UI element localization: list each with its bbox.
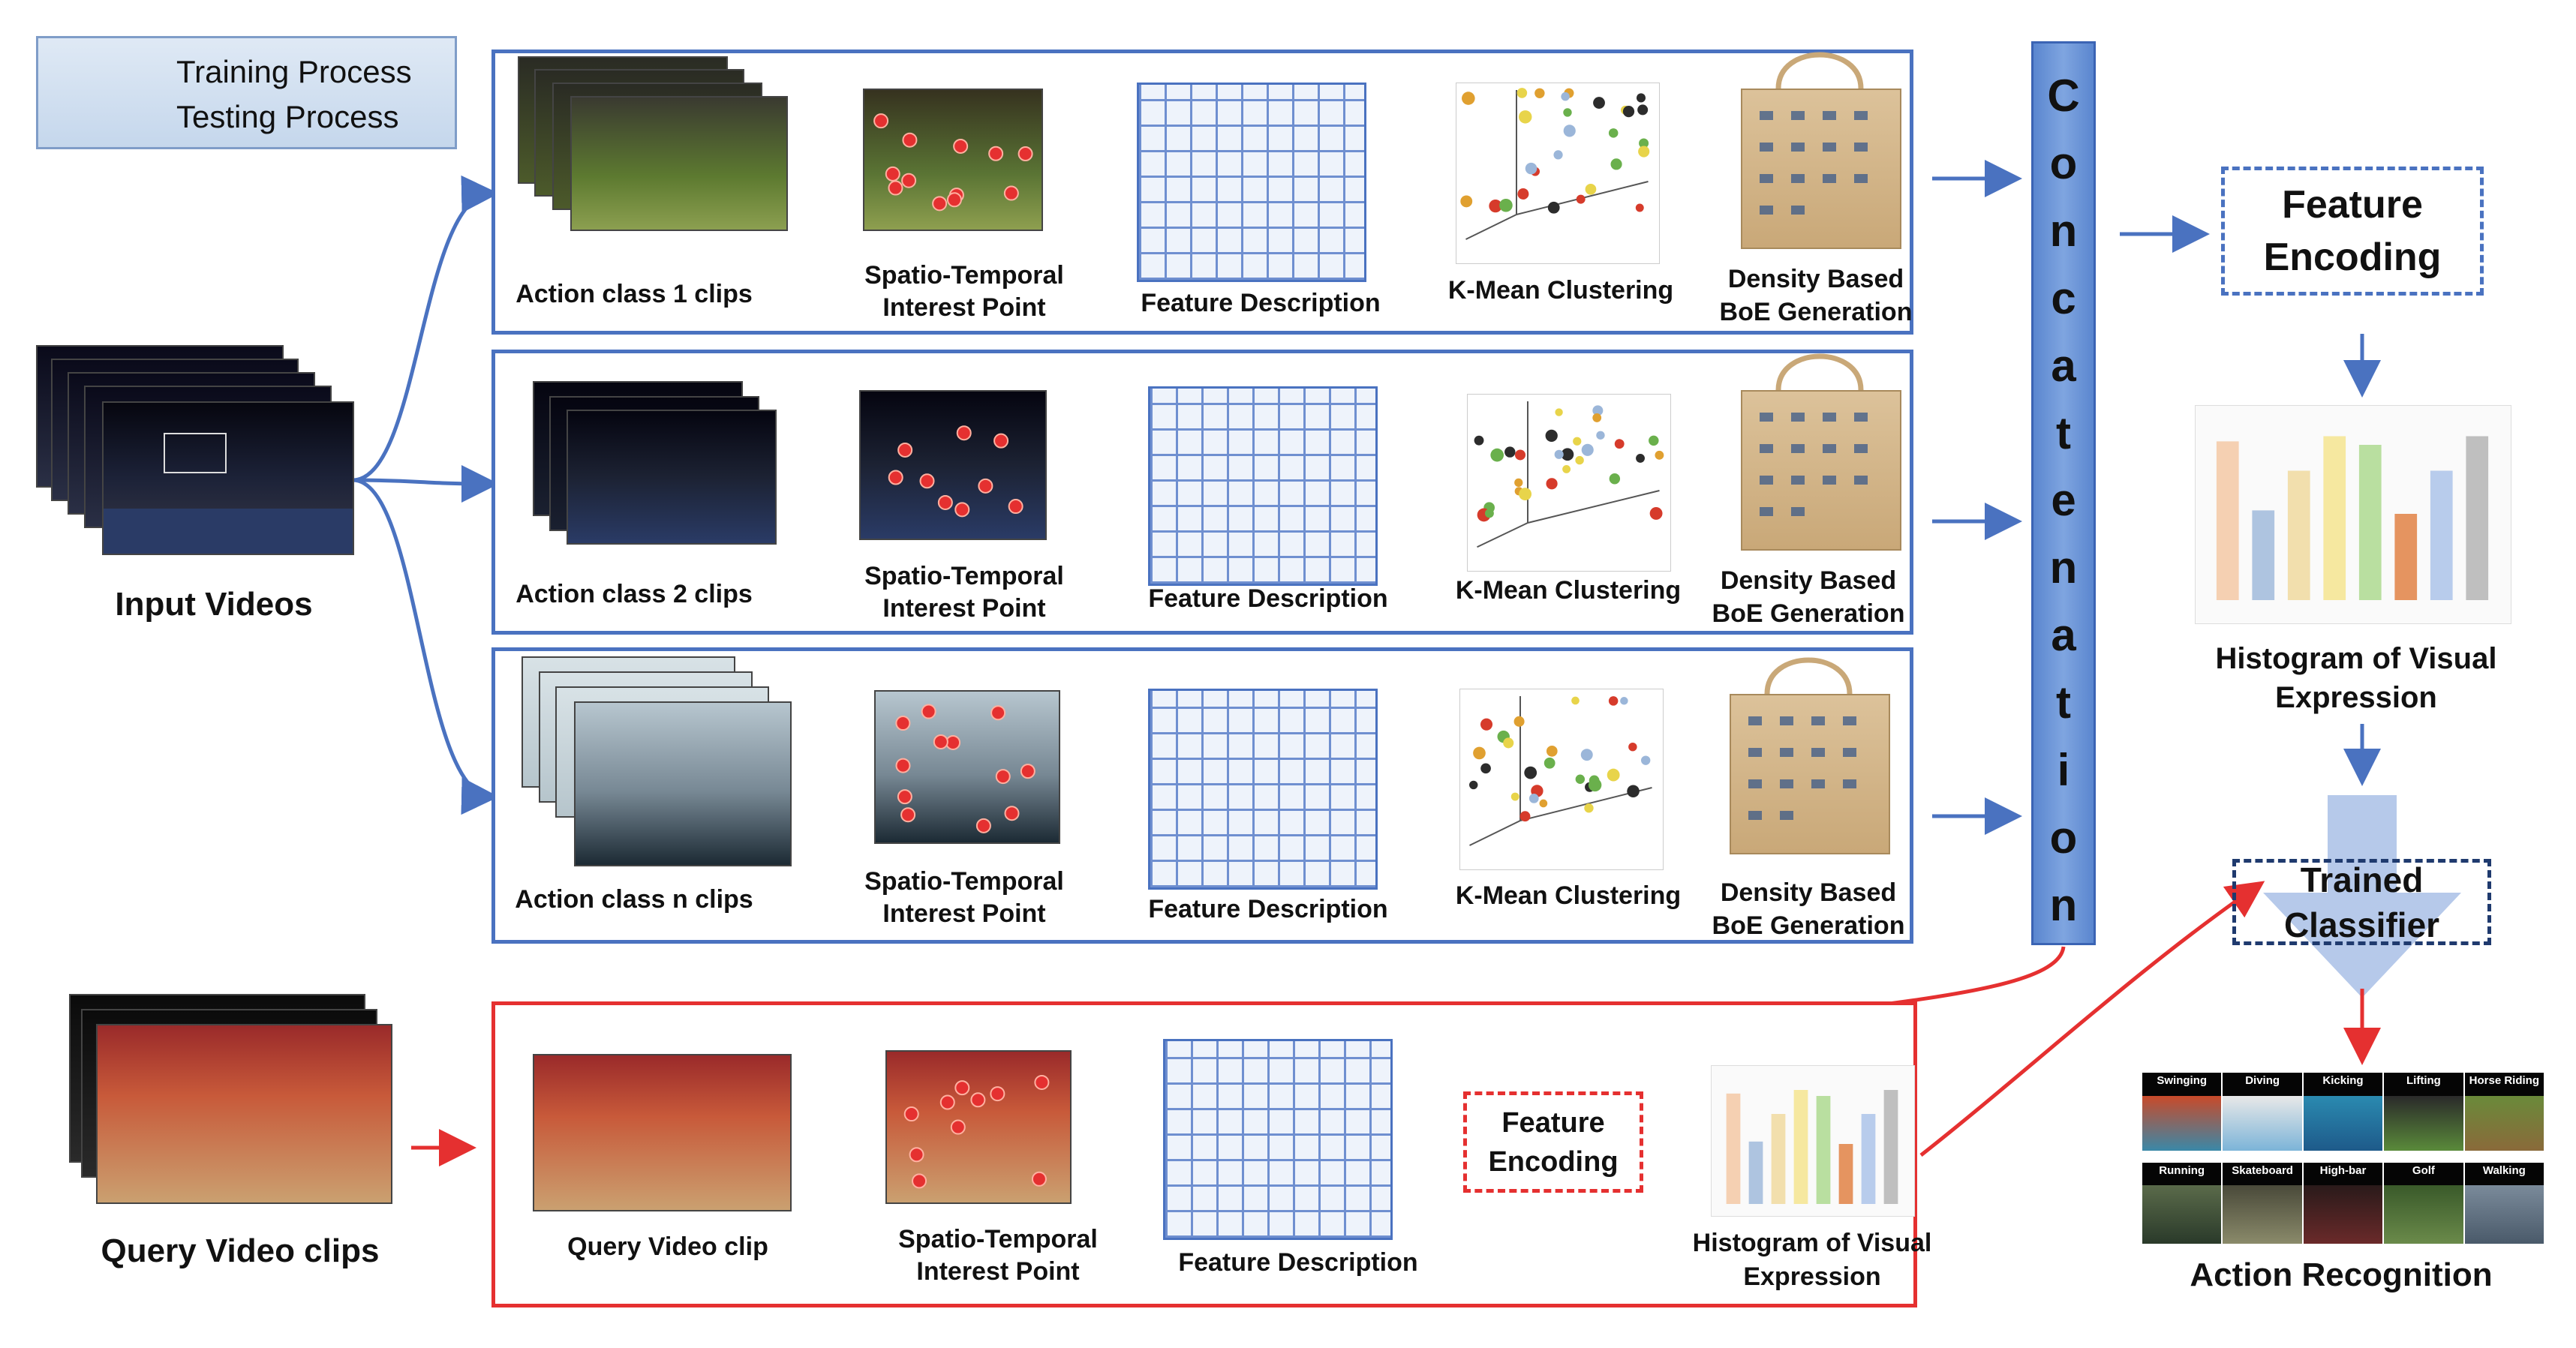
lane1-kmeans-scatter <box>1456 83 1660 264</box>
test-stip-label-2: Interest Point <box>916 1257 1080 1286</box>
query-clip-image <box>533 1054 792 1211</box>
legend-training-label: Training Process <box>176 54 412 89</box>
action-thumb: Horse Riding <box>2464 1073 2544 1151</box>
action-label-lifting: Lifting <box>2406 1074 2441 1087</box>
histogram-train-label-2: Expression <box>2275 681 2437 714</box>
trained-classifier-line1: Trained <box>2300 860 2424 899</box>
lane3-kmeans-label: K-Mean Clustering <box>1455 881 1682 910</box>
action-label-golf: Golf <box>2412 1164 2435 1177</box>
lane1-boe-label-2: BoE Generation <box>1719 298 1913 326</box>
lane1-kmeans-label: K-Mean Clustering <box>1447 276 1674 305</box>
action-thumb: Kicking <box>2303 1073 2383 1151</box>
test-feature-encoding-line1: Feature <box>1501 1106 1605 1139</box>
action-thumb: Skateboard <box>2223 1163 2302 1244</box>
test-histogram-label-2: Expression <box>1743 1262 1881 1291</box>
test-feature-encoding-line2: Encoding <box>1488 1145 1619 1178</box>
test-feature-description-label: Feature Description <box>1178 1248 1418 1277</box>
action-recognition-label: Action Recognition <box>2190 1256 2493 1293</box>
lane2-clips-label: Action class 2 clips <box>516 580 753 608</box>
lane3-stip-label-1: Spatio-Temporal <box>864 867 1064 896</box>
action-label-skateboard: Skateboard <box>2232 1164 2293 1177</box>
concat-letter: o <box>2049 137 2078 188</box>
trained-classifier-box: Trained Classifier <box>2232 859 2491 945</box>
concat-letter: o <box>2049 812 2078 863</box>
concat-letter: C <box>2047 71 2080 121</box>
lane1-clips-label: Action class 1 clips <box>516 280 753 308</box>
concat-letter: c <box>2051 272 2076 323</box>
lane3-boe-label-2: BoE Generation <box>1712 911 1905 940</box>
histogram-train-label-1: Histogram of Visual <box>2215 642 2497 675</box>
action-label-diving: Diving <box>2245 1074 2280 1087</box>
concat-letter: n <box>2049 205 2078 256</box>
feature-encoding-line2: Encoding <box>2263 236 2442 279</box>
histogram-visual-expression-test <box>1711 1065 1915 1217</box>
concat-letter: n <box>2049 879 2078 930</box>
lane3-feature-cube <box>1148 689 1378 890</box>
feature-encoding-box: Feature Encoding <box>2221 167 2484 296</box>
concat-letter: t <box>2056 407 2071 458</box>
query-clip-label: Query Video clip <box>567 1232 768 1261</box>
lane2-boe-bag <box>1741 390 1901 551</box>
lane1-boe-label-1: Density Based <box>1727 265 1904 293</box>
test-feature-cube <box>1163 1039 1393 1240</box>
action-label-kicking: Kicking <box>2322 1074 2364 1087</box>
lane2-kmeans-label: K-Mean Clustering <box>1455 576 1682 605</box>
action-label-horse-riding: Horse Riding <box>2469 1074 2539 1087</box>
lane3-stip-image <box>874 690 1060 844</box>
legend: Training Process Testing Process <box>36 36 457 149</box>
lane1-stip-label-2: Interest Point <box>882 293 1046 322</box>
action-thumb: Golf <box>2384 1163 2463 1244</box>
action-label-swinging: Swinging <box>2157 1074 2208 1087</box>
lane2-stip-label-1: Spatio-Temporal <box>864 562 1064 590</box>
lane1-boe-bag <box>1741 89 1901 249</box>
feature-encoding-line1: Feature <box>2282 183 2423 227</box>
lane3-stip-label-2: Interest Point <box>882 899 1046 928</box>
action-thumb: Diving <box>2223 1073 2302 1151</box>
legend-testing-label: Testing Process <box>176 99 399 134</box>
action-recognition-grid: Swinging Diving Kicking Lifting Horse Ri… <box>2142 1073 2544 1245</box>
lane3-kmeans-scatter <box>1459 689 1664 870</box>
test-stip-image <box>885 1050 1072 1204</box>
lane2-kmeans-scatter <box>1467 394 1671 572</box>
concat-letter: t <box>2056 677 2071 728</box>
concat-letter: e <box>2051 475 2076 526</box>
lane2-stip-image <box>859 390 1047 540</box>
lane1-feature-cube <box>1137 83 1366 282</box>
input-videos-label: Input Videos <box>115 586 313 623</box>
lane3-boe-bag <box>1730 694 1890 854</box>
test-stip-label-1: Spatio-Temporal <box>898 1225 1098 1253</box>
lane1-stip-label-1: Spatio-Temporal <box>864 261 1064 290</box>
lane1-feature-description-label: Feature Description <box>1141 289 1381 317</box>
concat-letter: a <box>2051 610 2076 661</box>
concat-letter: i <box>2057 745 2070 796</box>
lane3-boe-label-1: Density Based <box>1720 878 1897 907</box>
lane2-stip-label-2: Interest Point <box>882 594 1046 623</box>
histogram-visual-expression-train <box>2195 405 2511 624</box>
concat-letter: a <box>2051 340 2076 391</box>
action-thumb: High-bar <box>2303 1163 2383 1244</box>
action-label-walking: Walking <box>2482 1164 2526 1177</box>
concatenation-bar: C o n c a t e n a t i o n <box>2031 41 2096 945</box>
lane2-boe-label-2: BoE Generation <box>1712 599 1905 628</box>
test-feature-encoding-box: Feature Encoding <box>1463 1091 1643 1193</box>
lane3-clips-label: Action class n clips <box>515 885 753 914</box>
lane3-feature-description-label: Feature Description <box>1148 895 1388 923</box>
lane1-stip-image <box>863 89 1043 231</box>
action-thumb: Walking <box>2464 1163 2544 1244</box>
action-thumb: Running <box>2142 1163 2222 1244</box>
action-thumb: Swinging <box>2142 1073 2222 1151</box>
lane2-boe-label-1: Density Based <box>1720 566 1897 595</box>
query-video-clips-label: Query Video clips <box>101 1232 380 1269</box>
lane2-feature-cube <box>1148 386 1378 586</box>
action-label-high-bar: High-bar <box>2319 1164 2367 1177</box>
action-label-running: Running <box>2159 1164 2205 1177</box>
action-thumb: Lifting <box>2384 1073 2463 1151</box>
concat-letter: n <box>2049 542 2078 593</box>
trained-classifier-line2: Classifier <box>2283 905 2440 944</box>
input-video-frame <box>102 401 354 555</box>
lane2-feature-description-label: Feature Description <box>1148 584 1388 613</box>
test-histogram-label-1: Histogram of Visual <box>1692 1229 1932 1257</box>
